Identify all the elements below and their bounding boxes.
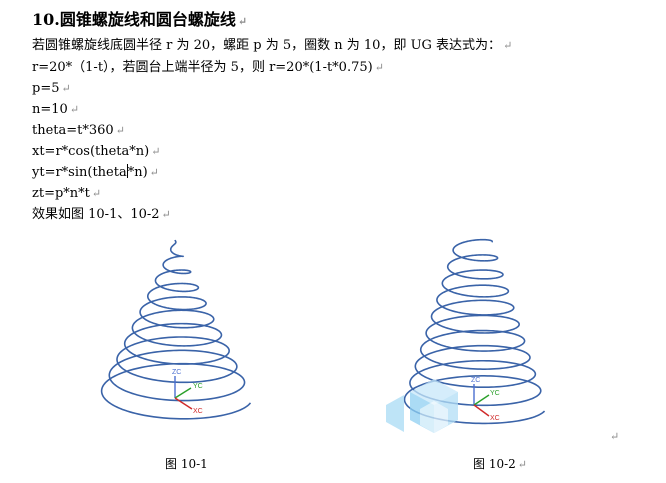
coordinate-axes-fig1: ZC YC XC — [172, 369, 203, 415]
yc-axis — [473, 394, 490, 406]
text-line-p: p=5↵ — [32, 81, 71, 96]
figure-10-2-frustum-helix — [403, 238, 546, 425]
helix-curve — [100, 239, 252, 420]
text-cursor — [126, 164, 128, 178]
watermark-cube-logo — [386, 379, 458, 433]
yc-label: YC — [490, 390, 500, 397]
yc-label: YC — [193, 383, 203, 390]
paragraph-mark: ↵ — [610, 430, 620, 443]
helix-curve — [403, 238, 546, 425]
figure-10-1-cone-helix — [100, 239, 252, 420]
figure-10-1-caption: 图 10-1 — [165, 457, 208, 471]
text-line-effect: 效果如图 10-1、10-2↵ — [32, 207, 171, 222]
zc-label: ZC — [172, 369, 181, 376]
section-title: 10.圆锥螺旋线和圆台螺旋线↵ — [32, 10, 248, 29]
text-line-theta: theta=t*360↵ — [32, 123, 125, 138]
xc-axis — [473, 404, 490, 417]
text-line-yt: yt=r*sin(theta*n)↵ — [32, 164, 159, 180]
text-line-xt: xt=r*cos(theta*n)↵ — [32, 144, 161, 159]
xc-label: XC — [490, 415, 500, 422]
xc-label: XC — [193, 408, 203, 415]
figure-10-2-caption: 图 10-2↵ — [473, 457, 527, 471]
text-line-n: n=10↵ — [32, 102, 80, 117]
yc-axis — [174, 387, 192, 399]
text-line-zt: zt=p*n*t↵ — [32, 186, 102, 201]
coordinate-axes-fig2: ZC YC XC — [471, 377, 500, 422]
text-line-radius: r=20*（1-t），若圆台上端半径为 5，则 r=20*(1-t*0.75)↵ — [32, 60, 384, 75]
xc-axis — [174, 397, 193, 410]
zc-label: ZC — [471, 377, 480, 384]
text-line-intro: 若圆锥螺旋线底圆半径 r 为 20，螺距 p 为 5，圈数 n 为 10，即 U… — [32, 38, 513, 53]
